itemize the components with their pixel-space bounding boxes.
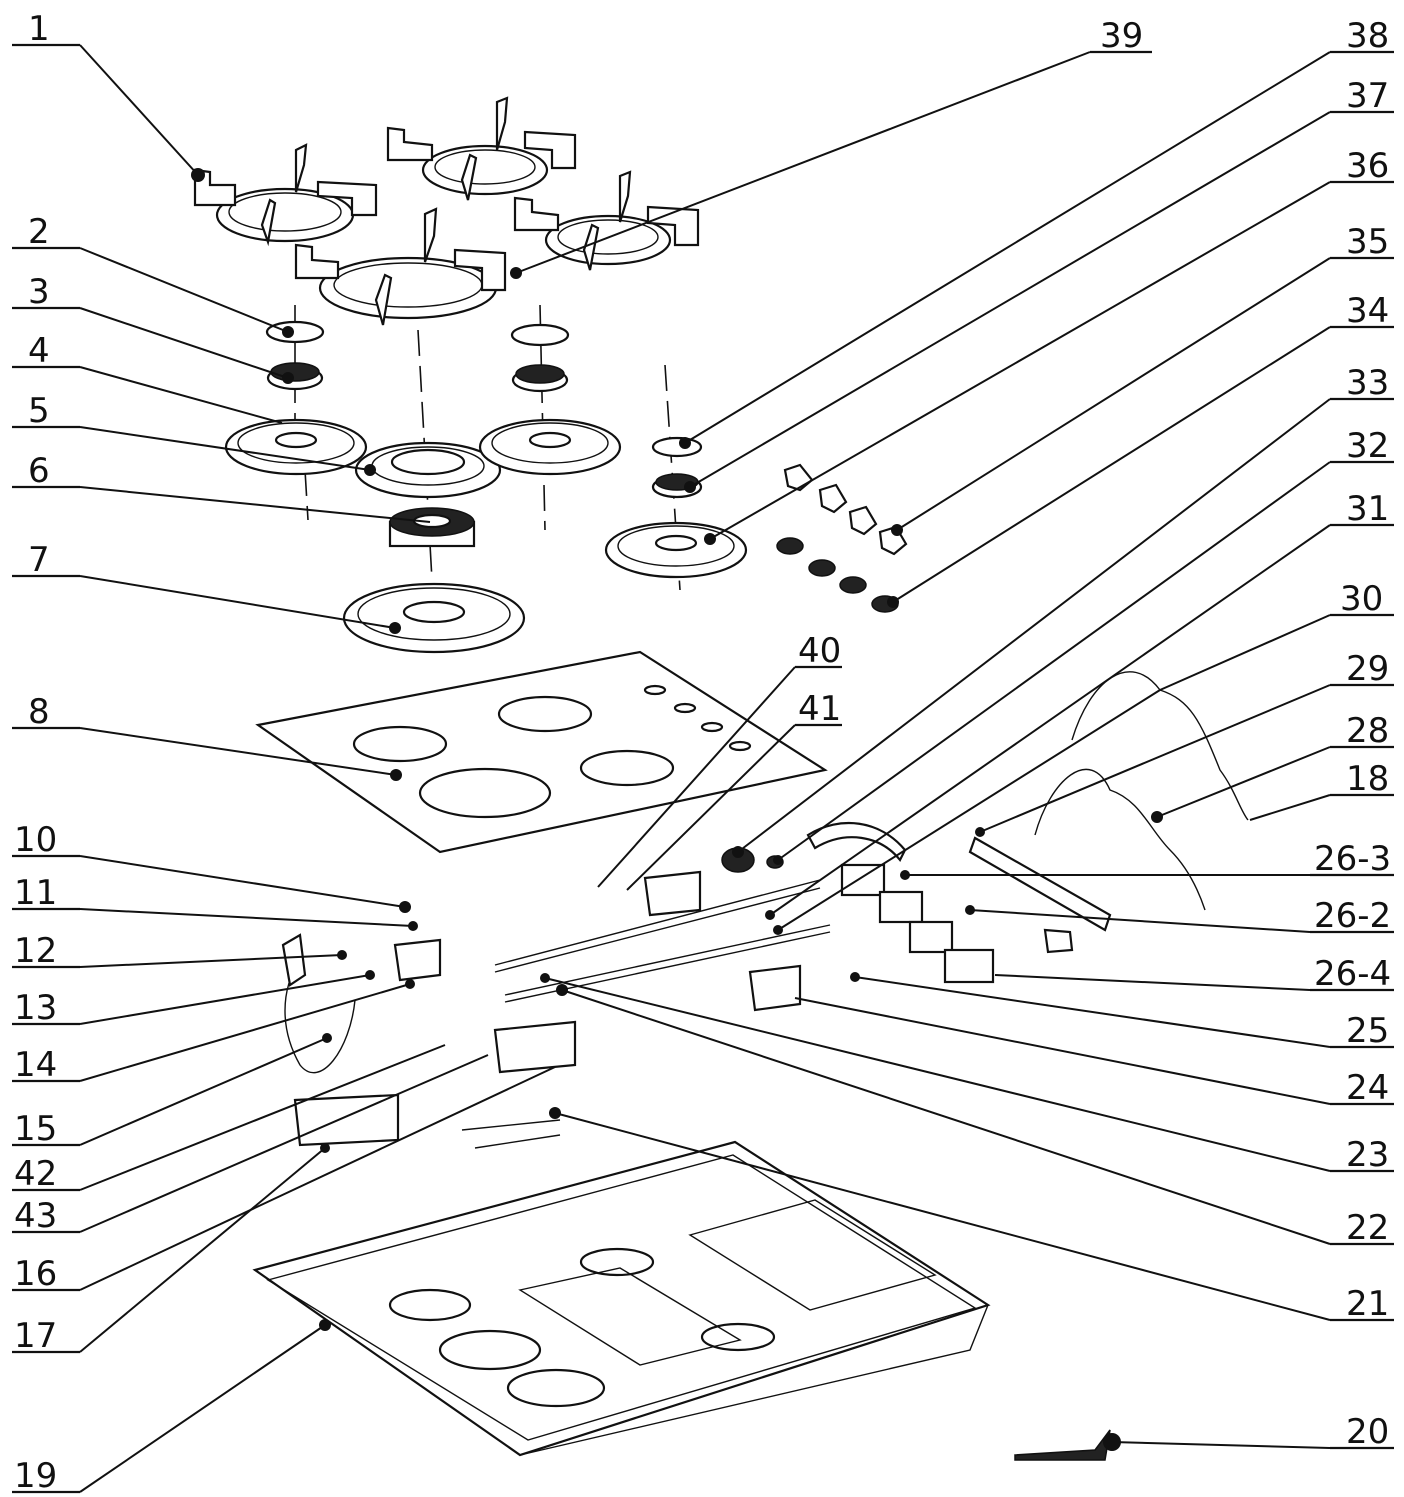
glass-top-panel (255, 650, 828, 854)
leader-lines (12, 43, 1394, 1494)
pan-support-1 (193, 143, 378, 247)
knobs-and-bezels (776, 463, 908, 613)
callout-42: 42 (14, 1154, 57, 1194)
gas-manifold-and-valves (721, 821, 1112, 984)
pan-support-3 (294, 207, 507, 326)
callout-40: 40 (798, 631, 841, 671)
callout-6: 6 (28, 451, 50, 491)
callout-10: 10 (14, 820, 57, 860)
callout-14: 14 (14, 1045, 57, 1085)
pan-support-4 (513, 170, 700, 271)
callout-43: 43 (14, 1196, 57, 1236)
callout-1: 1 (28, 9, 50, 49)
callout-4: 4 (28, 331, 50, 371)
base-tray (252, 1140, 991, 1457)
callout-13: 13 (14, 988, 57, 1028)
callout-7: 7 (28, 540, 50, 580)
callout-28: 28 (1346, 711, 1389, 751)
callout-21: 21 (1346, 1284, 1389, 1324)
callout-39: 39 (1100, 16, 1143, 56)
callout-29: 29 (1346, 649, 1389, 689)
callout-17: 17 (14, 1316, 57, 1356)
callout-41: 41 (798, 689, 841, 729)
callout-18: 18 (1346, 759, 1389, 799)
callout-25: 25 (1346, 1011, 1389, 1051)
callout-3: 3 (28, 272, 50, 312)
callout-26-3: 26-3 (1314, 839, 1391, 879)
callout-26-2: 26-2 (1314, 896, 1391, 936)
callout-2: 2 (28, 212, 50, 252)
pan-support-2 (386, 96, 577, 201)
callout-38: 38 (1346, 16, 1389, 56)
callout-22: 22 (1346, 1208, 1389, 1248)
callout-8: 8 (28, 692, 50, 732)
callout-26-4: 26-4 (1314, 954, 1391, 994)
callout-32: 32 (1346, 426, 1389, 466)
callout-31: 31 (1346, 489, 1389, 529)
callout-labels: 1 2 3 4 5 6 7 8 10 11 12 13 14 15 42 43 … (14, 9, 1391, 1496)
callout-15: 15 (14, 1109, 57, 1149)
callout-23: 23 (1346, 1135, 1389, 1175)
callout-16: 16 (14, 1254, 57, 1294)
callout-12: 12 (14, 931, 57, 971)
callout-11: 11 (14, 873, 57, 913)
tubes-and-injectors (281, 870, 1111, 1461)
callout-30: 30 (1340, 579, 1383, 619)
callout-34: 34 (1346, 291, 1389, 331)
callout-36: 36 (1346, 146, 1389, 186)
callout-35: 35 (1346, 222, 1389, 262)
callout-5: 5 (28, 391, 50, 431)
burner-bases (224, 418, 748, 654)
callout-24: 24 (1346, 1068, 1389, 1108)
pan-supports (193, 96, 700, 326)
callout-19: 19 (14, 1456, 57, 1496)
callout-20: 20 (1346, 1412, 1389, 1452)
callout-33: 33 (1346, 363, 1389, 403)
callout-37: 37 (1346, 76, 1389, 116)
